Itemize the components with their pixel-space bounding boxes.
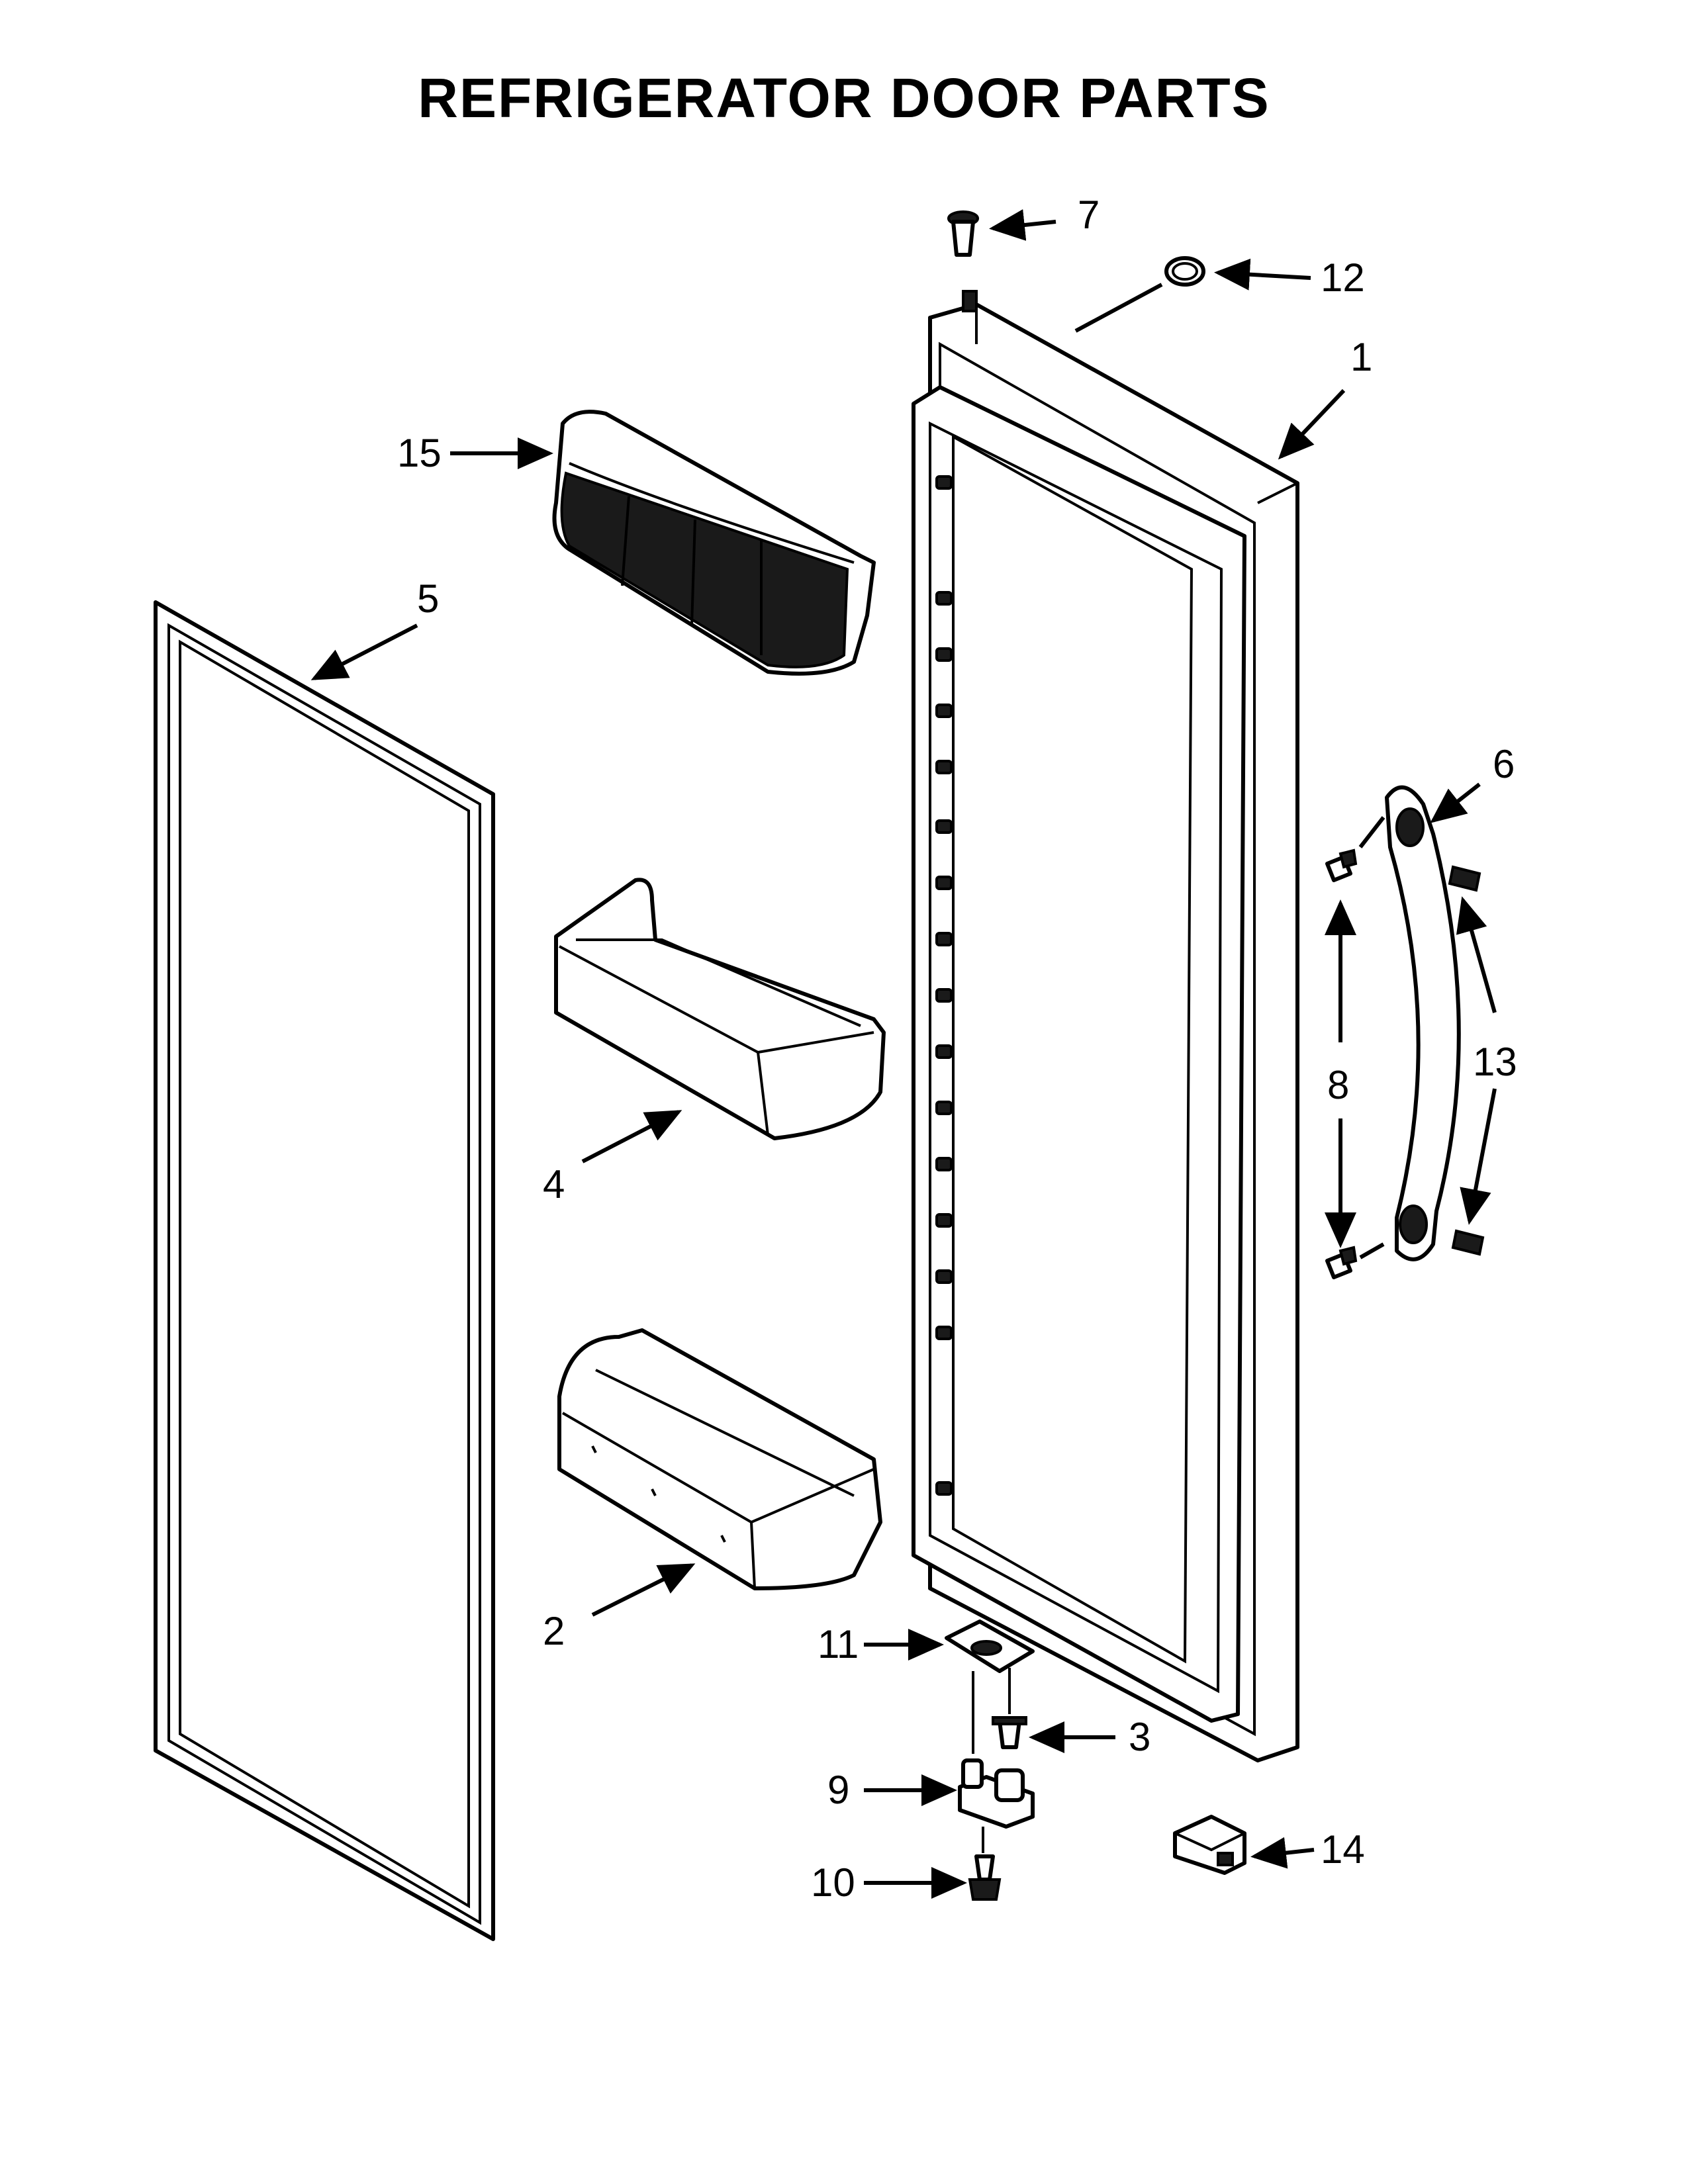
set-screw-top [1448, 865, 1481, 892]
hinge-shim [945, 1619, 1035, 1673]
leader-lines [310, 209, 1497, 1899]
callout-2: 2 [543, 1609, 565, 1653]
callout-15: 15 [397, 431, 442, 475]
door-shelf-bin [554, 878, 886, 1140]
door-shelf-bin-lower [557, 1328, 882, 1590]
hinge-plug [947, 210, 979, 257]
o-ring [1164, 256, 1205, 287]
door-handle [1385, 785, 1461, 1261]
callout-9: 9 [827, 1768, 849, 1812]
set-screw-bottom [1451, 1229, 1485, 1256]
hinge-cover [1173, 1815, 1246, 1875]
handle-stud-bottom [1325, 1246, 1358, 1279]
callout-10: 10 [811, 1860, 855, 1905]
door-liner [912, 290, 1299, 1762]
callout-6: 6 [1493, 742, 1515, 786]
handle-stud-top [1325, 848, 1358, 882]
page-title: REFRIGERATOR DOOR PARTS [418, 67, 1270, 129]
screw [992, 1716, 1027, 1749]
callout-labels: 7 12 1 15 5 6 8 13 4 2 11 3 9 10 14 [397, 193, 1517, 1905]
callout-3: 3 [1129, 1715, 1150, 1759]
dairy-bin [552, 410, 876, 676]
hinge-bracket [958, 1758, 1035, 1829]
callout-4: 4 [543, 1162, 565, 1206]
callout-7: 7 [1078, 193, 1100, 237]
callout-13: 13 [1473, 1040, 1517, 1084]
callout-14: 14 [1321, 1827, 1365, 1872]
callout-8: 8 [1327, 1063, 1349, 1107]
callout-12: 12 [1321, 255, 1365, 300]
liner-shelf-clips [935, 475, 953, 1496]
hinge-screw [968, 1854, 1002, 1901]
door-gasket [154, 600, 495, 1941]
callout-1: 1 [1350, 335, 1372, 379]
callout-5: 5 [417, 576, 439, 621]
callout-11: 11 [818, 1622, 859, 1666]
